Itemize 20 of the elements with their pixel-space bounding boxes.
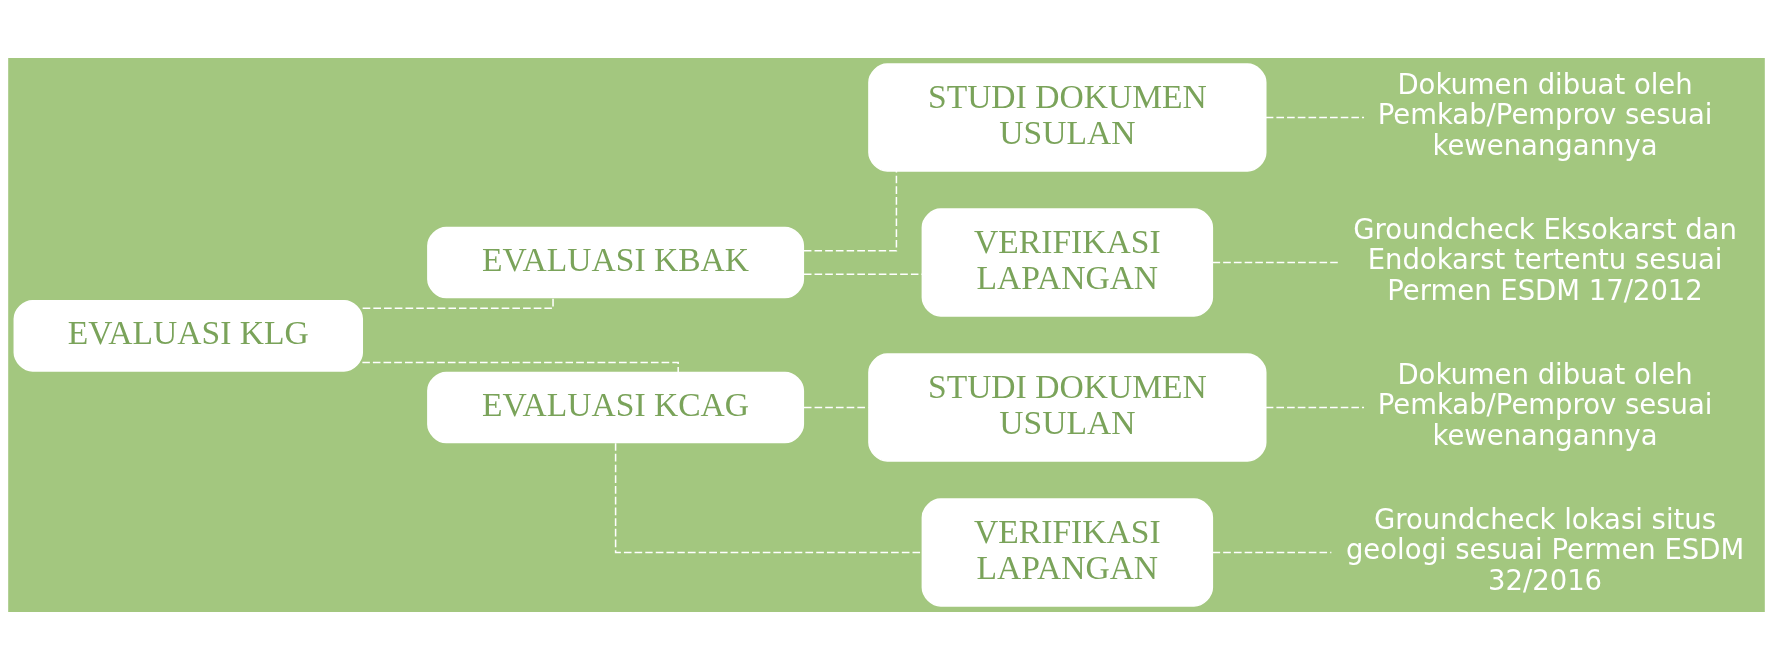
node-text: Groundcheck Eksokarst dan Endokarst tertentu sesuai Permen ESDM 17/2012 <box>1353 213 1737 306</box>
node-box: EVALUASI KLG <box>13 299 364 372</box>
connector <box>361 361 679 373</box>
node-box: VERIFIKASI LAPANGAN <box>921 208 1214 317</box>
node-text: Dokumen dibuat oleh Pemkab/Pemprov sesuai kewenangannya <box>1377 68 1713 161</box>
node-box: VERIFIKASI LAPANGAN <box>921 498 1214 607</box>
connector <box>1211 551 1333 554</box>
connector <box>1211 261 1341 264</box>
connector <box>802 170 898 252</box>
connector <box>361 296 554 310</box>
node-box: EVALUASI KBAK <box>427 226 805 299</box>
node-box: EVALUASI KCAG <box>427 371 805 444</box>
node-box: STUDI DOKUMEN USULAN <box>868 63 1267 172</box>
node-text: Groundcheck lokasi situs geologi sesuai Permen ESDM 32/2016 <box>1345 503 1745 596</box>
node-box: STUDI DOKUMEN USULAN <box>868 353 1267 462</box>
connector <box>1265 116 1365 119</box>
connector <box>614 442 923 554</box>
node-text: Dokumen dibuat oleh Pemkab/Pemprov sesuai kewenangannya <box>1377 358 1713 451</box>
connector <box>803 273 923 275</box>
connector <box>1265 406 1365 409</box>
